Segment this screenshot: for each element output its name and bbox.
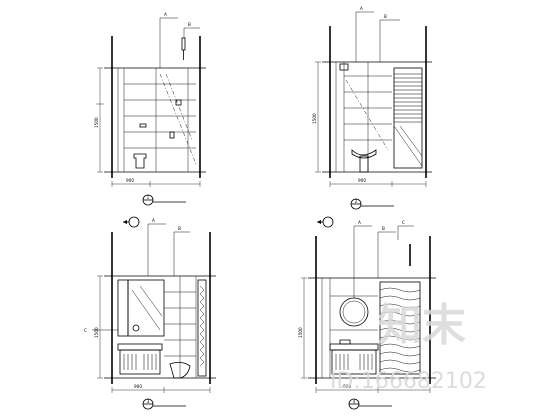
elevation-number: 3: [147, 399, 150, 404]
elevation-3: 1500 900 A B C 3: [84, 216, 216, 410]
section-marker: [317, 216, 334, 228]
decor-strip: [197, 279, 207, 377]
elevation-title-3: 3: [142, 398, 186, 410]
elevation-4: 1500 900 A B C 4: [298, 216, 436, 410]
vanity-pattern: [123, 354, 157, 370]
elevation-2: 1500 900 A B 2: [312, 6, 432, 210]
vanity-top: [117, 343, 163, 351]
callout-a: A: [164, 12, 167, 17]
vanity-cabinet: [331, 349, 377, 375]
watermark-brand: 知末: [378, 300, 466, 351]
callout-a: A: [360, 6, 363, 11]
callout-b: B: [384, 14, 387, 19]
round-mirror: [339, 297, 369, 327]
elevation-number: 4: [353, 399, 356, 404]
elevation-number: 2: [355, 199, 358, 204]
tile-grid: [330, 278, 378, 331]
callout-b: B: [178, 226, 181, 231]
toilet-icon: [133, 153, 147, 169]
tile-grid: [344, 62, 392, 172]
elevation-title-4: 4: [348, 398, 392, 410]
wave-pattern: [379, 287, 421, 373]
vertical-dimension-label: 1500: [94, 327, 99, 338]
basin-icon: [351, 149, 377, 159]
horizontal-dimension-label: 900: [126, 178, 134, 183]
callout-a: A: [358, 220, 361, 225]
elevation-title-2: 2: [350, 198, 394, 210]
watermark: 知末 ID:166682102: [330, 300, 487, 394]
tile-grid: [117, 68, 196, 172]
elevation-number: 1: [147, 195, 150, 200]
vanity-top: [329, 343, 379, 351]
elevation-1: 1500 900 A B 1: [94, 12, 206, 206]
horizontal-dimension-label: 900: [134, 384, 142, 389]
callout-c: C: [84, 328, 87, 333]
callout-b: B: [188, 22, 191, 27]
callout-b: B: [382, 226, 385, 231]
callout-a: A: [152, 218, 155, 223]
vanity-cabinet: [119, 349, 161, 375]
vertical-dimension-label: 1500: [94, 117, 99, 128]
horizontal-dimension-label: 900: [343, 384, 351, 389]
tile-grid: [164, 276, 197, 378]
elevation-title-1: 1: [142, 194, 186, 206]
watermark-id: ID:166682102: [330, 369, 487, 394]
tap-icon: [132, 324, 140, 332]
toilet-icon: [169, 362, 191, 379]
vertical-dimension-label: 1500: [312, 113, 317, 124]
panel-hatching: [393, 73, 423, 167]
callout-c: C: [402, 220, 405, 225]
strip-pattern: [199, 285, 205, 367]
section-marker: [123, 216, 140, 228]
vanity-pattern: [335, 354, 373, 370]
horizontal-dimension-label: 900: [358, 178, 366, 183]
wave-panel: [379, 281, 421, 375]
vertical-dimension-label: 1500: [298, 327, 303, 338]
